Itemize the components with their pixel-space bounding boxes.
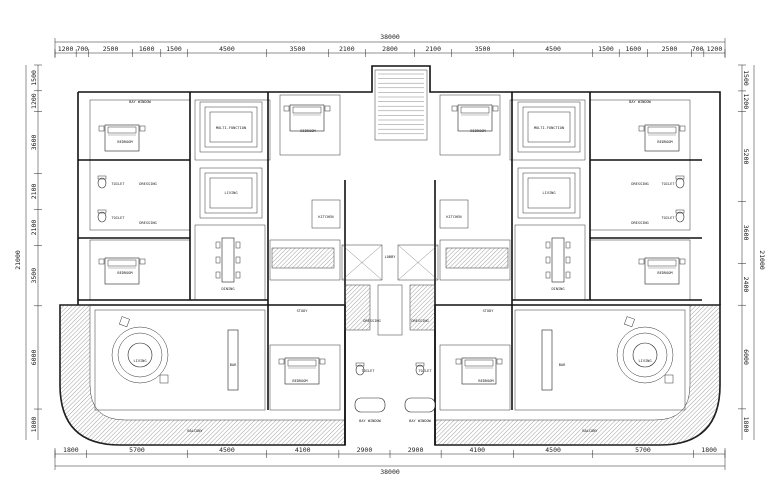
label-toilet-r2: TOILET (662, 216, 676, 220)
label-bay-window-l: BAY WINDOW (129, 100, 151, 104)
dim-value: 5200 (742, 149, 750, 165)
label-bedroom-l3: BEDROOM (300, 129, 316, 133)
dim-value: 4500 (219, 446, 235, 454)
label-living-r2: LIVING (639, 359, 652, 363)
dim-value: 2100 (30, 220, 38, 236)
building-shell (59, 65, 721, 446)
label-toilet-c2: TOILET (419, 369, 433, 373)
room-labels: BAY WINDOW BAY WINDOW BEDROOM BEDROOM BE… (112, 100, 676, 433)
dim-value: 1200 (742, 93, 750, 109)
label-bedroom-r1: BEDROOM (657, 140, 673, 144)
dim-value: 700 (692, 45, 704, 53)
label-dressing-c1: DRESSING (363, 319, 380, 323)
label-dining-l: DINING (222, 287, 235, 291)
right-unit-walls (434, 92, 702, 445)
label-kitchen-l: KITCHEN (318, 215, 333, 219)
dim-value: 1500 (598, 45, 614, 53)
dim-value: 4500 (545, 45, 561, 53)
core-stair (341, 69, 439, 336)
left-unit-walls (78, 92, 346, 445)
furniture (97, 101, 686, 413)
label-study-l: STUDY (297, 309, 309, 313)
overall-dim-top: 38000 (380, 33, 400, 41)
label-dressing-c2: DRESSING (411, 319, 428, 323)
left-dimensions: 21000 1500 1200 3600 2100 2100 3500 6000 1800 (14, 64, 42, 440)
right-dimensions: 21000 1500 1200 5200 3600 2400 6000 1800 (738, 64, 766, 440)
dim-value: 4100 (469, 446, 485, 454)
dim-value: 3600 (30, 134, 38, 150)
label-bedroom-l4: BEDROOM (292, 379, 308, 383)
label-living-l2: LIVING (134, 359, 147, 363)
dim-value: 1800 (742, 417, 750, 433)
dim-value: 2800 (382, 45, 398, 53)
dim-value: 2400 (742, 277, 750, 293)
label-living-r1: LIVING (543, 191, 556, 195)
dim-value: 5700 (635, 446, 651, 454)
label-multi-function-l: MULTI-FUNCTION (216, 126, 246, 130)
label-toilet-r1: TOILET (662, 182, 676, 186)
dim-value: 5700 (129, 446, 145, 454)
label-dressing-l2: DRESSING (139, 221, 156, 225)
label-bay-window-c1: BAY WINDOW (359, 419, 381, 423)
label-kitchen-r: KITCHEN (446, 215, 461, 219)
dim-value: 1500 (166, 45, 182, 53)
label-balcony-l: BALCONY (187, 429, 203, 433)
dim-value: 2500 (103, 45, 119, 53)
label-toilet-c1: TOILET (362, 369, 376, 373)
dim-value: 6000 (742, 349, 750, 365)
label-bay-window-c2: BAY WINDOW (409, 419, 431, 423)
dim-value: 2100 (339, 45, 355, 53)
dim-value: 4100 (295, 446, 311, 454)
dim-value: 1500 (742, 70, 750, 86)
dim-value: 1200 (30, 93, 38, 109)
dim-value: 700 (76, 45, 88, 53)
label-bedroom-l1: BEDROOM (117, 140, 133, 144)
dim-value: 1600 (625, 45, 641, 53)
right-total-dim: 21000 (758, 250, 766, 270)
dim-value: 1800 (701, 446, 717, 454)
label-bay-window-r: BAY WINDOW (629, 100, 651, 104)
dim-value: 3500 (290, 45, 306, 53)
left-total-dim: 21000 (14, 250, 22, 270)
dim-value: 1600 (139, 45, 155, 53)
overall-dim-bottom: 38000 (380, 468, 400, 476)
dim-value: 1800 (30, 417, 38, 433)
dim-value: 2900 (408, 446, 424, 454)
dim-value: 1500 (30, 70, 38, 86)
label-lobby: LOBBY (385, 255, 397, 259)
label-bar-r: BAR (559, 363, 566, 367)
dim-value: 4500 (219, 45, 235, 53)
label-toilet-l1: TOILET (112, 182, 126, 186)
bottom-dimensions: 38000 1800 5700 4500 4100 2900 2900 4100 4500 57… (54, 446, 726, 476)
label-living-l1: LIVING (225, 191, 238, 195)
label-bedroom-l2: BEDROOM (117, 271, 133, 275)
dim-value: 1200 (707, 45, 723, 53)
label-dressing-l1: DRESSING (139, 182, 156, 186)
label-balcony-r: BALCONY (582, 429, 598, 433)
dim-value: 2900 (357, 446, 373, 454)
label-bedroom-r4: BEDROOM (478, 379, 494, 383)
dim-value: 1200 (58, 45, 74, 53)
dim-value: 2100 (425, 45, 441, 53)
dim-value: 2500 (662, 45, 678, 53)
dim-value: 1800 (63, 446, 79, 454)
dim-value: 4500 (545, 446, 561, 454)
label-dressing-r1: DRESSING (631, 182, 648, 186)
label-bedroom-r3: BEDROOM (470, 129, 486, 133)
dim-value: 3600 (742, 225, 750, 241)
label-study-r: STUDY (483, 309, 495, 313)
label-bedroom-r2: BEDROOM (657, 271, 673, 275)
dim-value: 6000 (30, 350, 38, 366)
label-multi-function-r: MULTI-FUNCTION (534, 126, 564, 130)
dim-value: 3500 (30, 268, 38, 284)
label-dressing-r2: DRESSING (631, 221, 648, 225)
label-toilet-l2: TOILET (112, 216, 126, 220)
dim-value: 2100 (30, 184, 38, 200)
label-bar-l: BAR (230, 363, 237, 367)
dim-value: 3500 (475, 45, 491, 53)
label-dining-r: DINING (552, 287, 565, 291)
